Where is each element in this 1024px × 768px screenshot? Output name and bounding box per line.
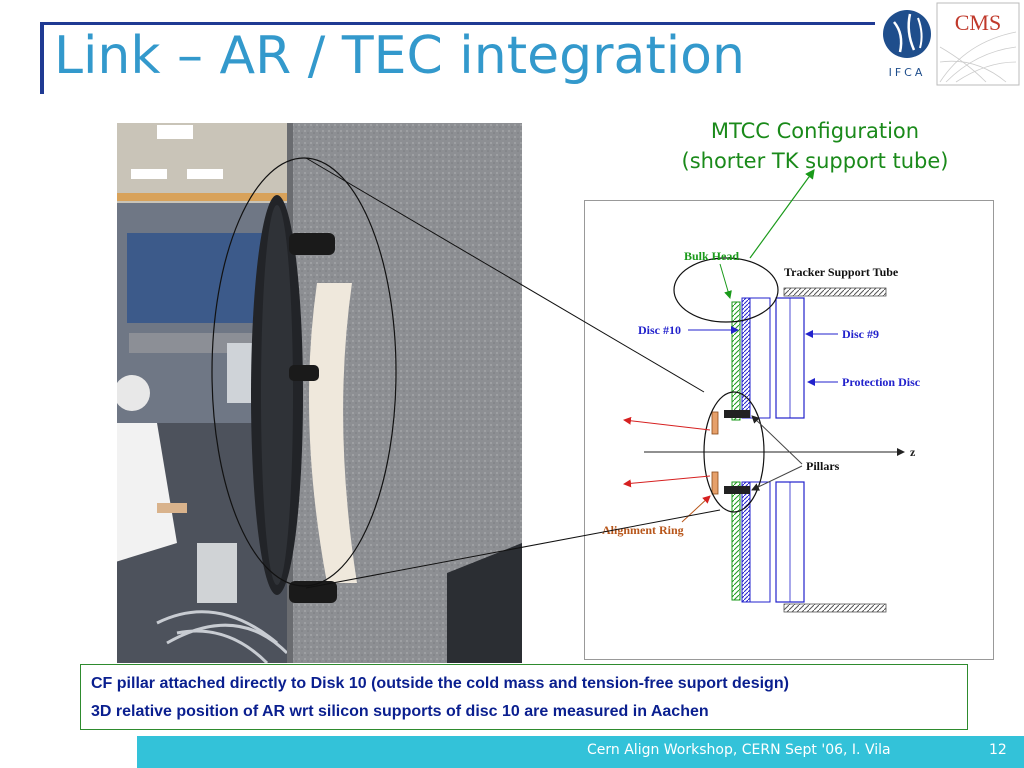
footer-text: Cern Align Workshop, CERN Sept '06, I. V… xyxy=(587,742,891,758)
alignment-ring-label: Alignment Ring xyxy=(602,523,684,537)
ifca-logo: IFCA xyxy=(883,10,931,79)
protection-disc-label: Protection Disc xyxy=(842,375,921,389)
footer-bar: Cern Align Workshop, CERN Sept '06, I. V… xyxy=(137,736,1024,768)
ifca-logo-text: IFCA xyxy=(889,66,926,79)
mtcc-configuration-label: MTCC Configuration (shorter TK support t… xyxy=(640,116,990,176)
pillars-label: Pillars xyxy=(806,459,840,473)
tracker-support-tube-label: Tracker Support Tube xyxy=(784,265,899,279)
slide-title: Link – AR / TEC integration xyxy=(54,26,745,86)
caption-box: CF pillar attached directly to Disk 10 (… xyxy=(80,664,968,730)
disc9-label: Disc #9 xyxy=(842,327,879,341)
tracker-photo xyxy=(117,123,522,663)
title-accent-bar xyxy=(40,22,44,94)
cms-logo: CMS xyxy=(936,2,1020,86)
page-number: 12 xyxy=(989,742,1007,758)
technical-diagram: z Bulk Head Tracker Support Tube Disc #1… xyxy=(584,200,994,660)
title-accent-line xyxy=(40,22,875,25)
bulkhead-label: Bulk Head xyxy=(684,249,739,263)
caption-line-1: CF pillar attached directly to Disk 10 (… xyxy=(91,675,789,692)
caption-line-2: 3D relative position of AR wrt silicon s… xyxy=(91,703,709,720)
z-axis-label: z xyxy=(910,445,916,459)
cms-logo-text: CMS xyxy=(955,10,1001,35)
mtcc-line2: (shorter TK support tube) xyxy=(681,149,949,173)
disc10-label: Disc #10 xyxy=(638,323,681,337)
mtcc-line1: MTCC Configuration xyxy=(710,119,920,143)
